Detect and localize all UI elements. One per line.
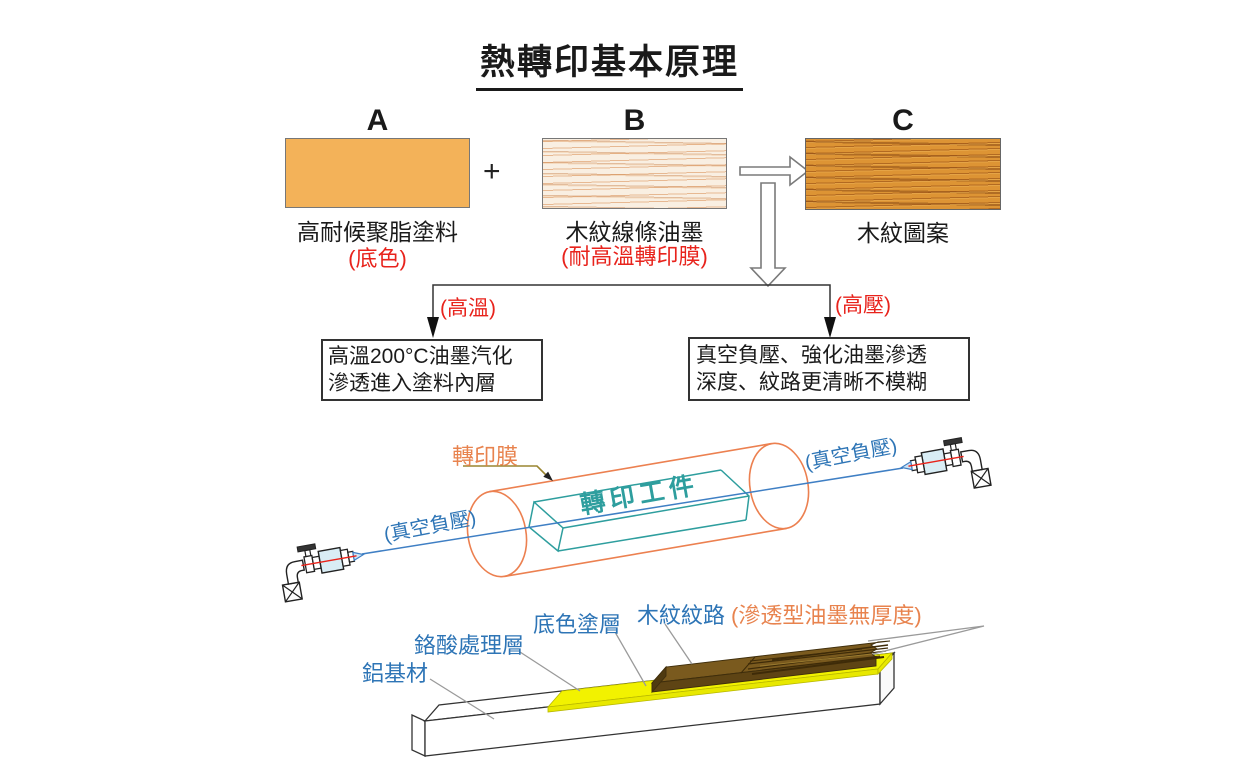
swatch-b-name: 木紋線條油墨 bbox=[565, 219, 704, 245]
film-leader-arrowhead bbox=[543, 471, 553, 481]
swatch-b-letter: B bbox=[623, 104, 646, 137]
swatch-a-note: (底色) bbox=[348, 246, 407, 271]
swatch-a-letter: A bbox=[366, 104, 389, 137]
transfer-film-label: 轉印膜 bbox=[452, 444, 519, 469]
branch-tag-high-temp: (高溫) bbox=[440, 297, 496, 320]
swatch-b-wood-grain-ink bbox=[542, 138, 727, 209]
vacuum-valve-left bbox=[275, 535, 370, 603]
swatch-c-letter: C bbox=[892, 104, 914, 137]
swatch-c-wood-pattern bbox=[805, 138, 1001, 210]
high-temp-line2: 滲透進入塗料內層 bbox=[328, 372, 496, 395]
branch-connector bbox=[432, 284, 831, 319]
vacuum-pressure-description-box: 真空負壓、強化油墨滲透 深度、紋路更清晰不模糊 bbox=[688, 337, 970, 401]
grain-note: (滲透型油墨無厚度) bbox=[731, 603, 922, 628]
grain-label: 木紋紋路 bbox=[637, 603, 726, 628]
chromate-label: 鉻酸處理層 bbox=[414, 633, 525, 658]
plus-sign: + bbox=[483, 155, 501, 188]
swatch-b-note: (耐高溫轉印膜) bbox=[561, 244, 708, 269]
vacuum-pressure-line1: 真空負壓、強化油墨滲透 bbox=[696, 344, 927, 367]
swatch-c-name: 木紋圖案 bbox=[857, 220, 949, 246]
swatch-a-base-coat bbox=[285, 138, 470, 208]
arrow-b-to-c bbox=[739, 155, 810, 187]
workpiece-prism bbox=[528, 469, 750, 553]
basecoat-label: 底色塗層 bbox=[533, 612, 622, 637]
swatch-a-name: 高耐候聚脂塗料 bbox=[297, 219, 458, 245]
branch-arrowhead-left bbox=[427, 317, 439, 338]
high-temp-description-box: 高溫200°C油墨汽化 滲透進入塗料內層 bbox=[321, 339, 543, 401]
high-temp-line1: 高溫200°C油墨汽化 bbox=[328, 345, 513, 368]
page-title: 熱轉印基本原理 bbox=[476, 34, 744, 91]
transfer-film-cylinder bbox=[466, 442, 810, 578]
vacuum-pressure-line2: 深度、紋路更清晰不模糊 bbox=[696, 371, 927, 394]
layer-label-leaders bbox=[429, 623, 985, 720]
grain-label-group: 木紋紋路(滲透型油墨無厚度) bbox=[637, 598, 922, 630]
arrow-down bbox=[749, 182, 787, 288]
branch-arrowhead-right bbox=[824, 317, 836, 338]
wood-grain-streaks bbox=[740, 644, 889, 675]
film-label-leader bbox=[463, 465, 550, 479]
vacuum-valve-right bbox=[897, 433, 992, 501]
vacuum-axis-line bbox=[361, 467, 904, 555]
substrate-label: 鋁基材 bbox=[362, 661, 429, 686]
branch-tag-high-pressure: (高壓) bbox=[835, 294, 891, 317]
